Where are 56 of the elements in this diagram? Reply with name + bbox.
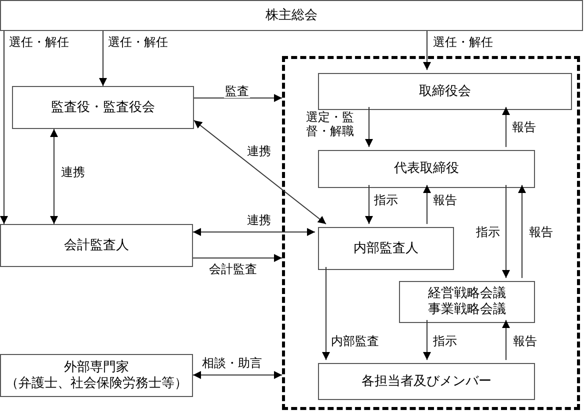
box-label: （弁護士、社会保険労務士等）: [6, 376, 188, 392]
org-box: [318, 73, 572, 110]
edge-label: 内部監査: [330, 334, 380, 348]
box-label: 会計監査人: [64, 238, 129, 254]
arrow: [99, 30, 107, 86]
box-label: 事業戦略会議: [428, 302, 506, 318]
org-box: [318, 150, 535, 188]
edge-label: 報告: [511, 120, 537, 134]
box-label: 監査役・監査役会: [51, 100, 155, 116]
edge-label: 指示: [475, 225, 501, 239]
org-box: [0, 224, 193, 267]
box-label: 株主総会: [266, 8, 318, 24]
box-label: 代表取締役: [394, 161, 459, 177]
edge-label: 報告: [528, 225, 554, 239]
edge-label: 連携: [246, 213, 272, 227]
edge-label: 相談・助言: [201, 356, 263, 370]
arrow: [502, 106, 510, 148]
arrow: [365, 106, 373, 148]
arrow: [50, 128, 58, 224]
edge-label: 選任・解任: [8, 35, 70, 49]
edge-label: 選任・解任: [432, 35, 494, 49]
box-label: 取締役会: [419, 84, 471, 100]
edge-label: 指示: [373, 193, 399, 207]
edge-label: 会計監査: [208, 262, 258, 276]
dashed-group-frame: [282, 56, 580, 410]
edge-label: 報告: [512, 334, 538, 348]
edge-label: 連携: [60, 165, 86, 179]
arrow: [502, 320, 510, 360]
edge-label: 連携: [246, 144, 272, 158]
arrow: [502, 184, 510, 278]
org-box: [0, 0, 583, 31]
box-label: 各担当者及びメンバー: [362, 374, 492, 390]
arrow: [423, 184, 431, 224]
arrow: [423, 320, 431, 360]
arrow: [192, 254, 282, 262]
arrow: [194, 94, 282, 102]
arrow: [322, 266, 330, 360]
edge-label: 選任・解任: [107, 35, 169, 49]
box-label: 経営戦略会議: [428, 286, 506, 302]
org-box: [12, 86, 194, 129]
box-label: 外部専門家: [64, 360, 129, 376]
edge-label: 監査: [224, 84, 250, 98]
arrow: [365, 184, 373, 224]
org-box: [399, 281, 535, 323]
box-label: 内部監査人: [354, 240, 418, 256]
arrow: [0, 30, 8, 224]
edge-label: 指示: [432, 334, 458, 348]
arrow: [518, 184, 526, 278]
org-box: [318, 363, 535, 400]
arrow: [192, 228, 316, 236]
org-box: [318, 227, 454, 270]
edge-label: 報告: [432, 193, 458, 207]
arrow: [194, 120, 326, 224]
org-box: [0, 354, 193, 397]
arrow: [423, 30, 431, 70]
arrow: [192, 371, 282, 379]
